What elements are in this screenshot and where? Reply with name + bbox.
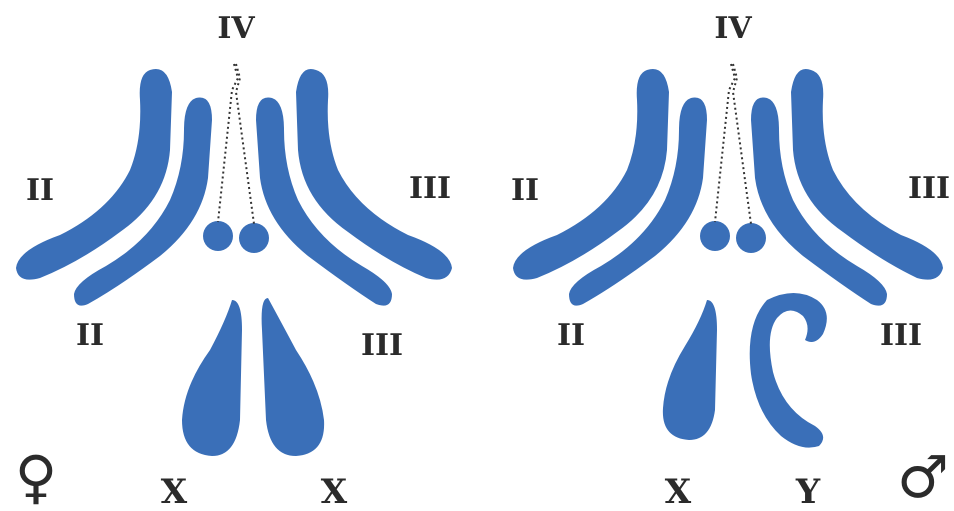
chromosome-iv-right: [736, 223, 766, 253]
label-iii-top: III: [908, 171, 950, 206]
chromosome-iv-left: [203, 221, 233, 251]
chromosome-y: [750, 293, 827, 448]
chromosome-x-right: [262, 298, 325, 456]
female-karyotype-panel: IV II III II III X X ♀: [0, 0, 477, 511]
label-sex-left: X: [665, 472, 692, 511]
chromosome-x: [663, 300, 717, 440]
chromosome-iv-left: [700, 221, 730, 251]
male-symbol-icon: ♂: [897, 443, 949, 511]
label-ii-bottom: II: [76, 318, 104, 353]
spindle-fiber-left: [218, 64, 238, 222]
label-iii-bottom: III: [361, 328, 403, 363]
spindle-fiber-right: [733, 64, 751, 224]
label-sex-right: X: [321, 472, 348, 511]
male-karyotype-diagram: IV II III II III X Y ♂: [477, 0, 954, 511]
label-iii-top: III: [409, 171, 451, 206]
spindle-fiber-left: [715, 64, 735, 222]
chromosome-iv-right: [239, 223, 269, 253]
label-ii-top: II: [26, 173, 54, 208]
spindle-fiber-right: [236, 64, 254, 224]
label-sex-left: X: [161, 472, 188, 511]
label-ii-bottom: II: [557, 318, 585, 353]
female-karyotype-diagram: IV II III II III X X ♀: [0, 0, 477, 511]
female-symbol-icon: ♀: [15, 443, 57, 511]
label-ii-top: II: [511, 173, 539, 208]
label-iv: IV: [714, 11, 752, 46]
male-karyotype-panel: IV II III II III X Y ♂: [477, 0, 954, 511]
label-iii-bottom: III: [880, 318, 922, 353]
chromosome-x-left: [182, 300, 242, 456]
label-iv: IV: [217, 11, 255, 46]
label-sex-right: Y: [795, 472, 821, 511]
